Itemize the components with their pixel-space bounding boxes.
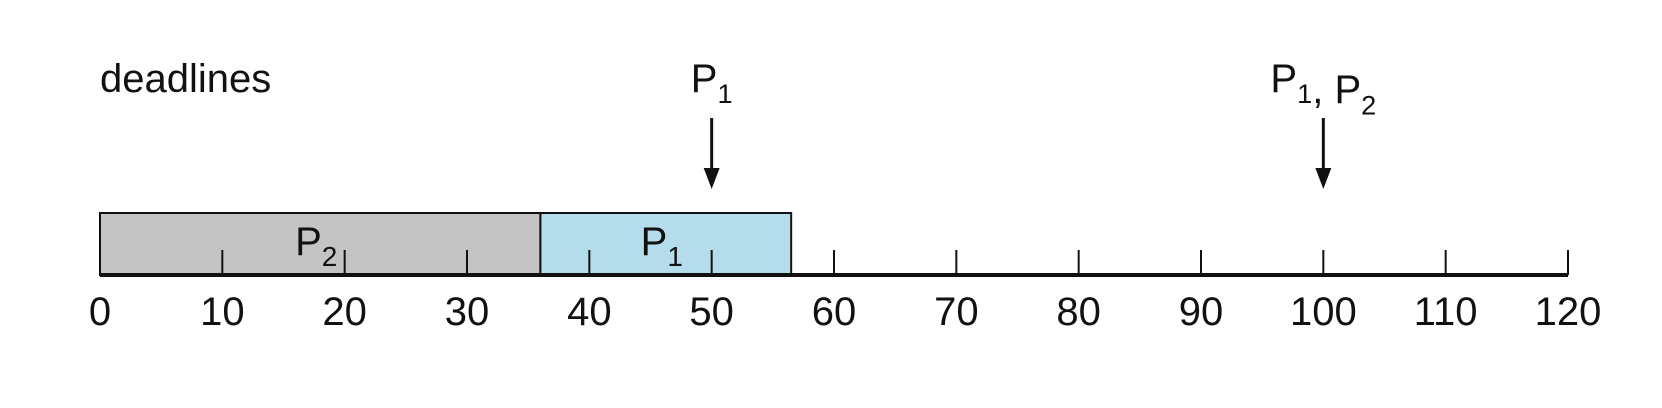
- process-subscript: 1: [1297, 78, 1312, 109]
- tick-label: 20: [322, 290, 367, 334]
- block-label: P1: [641, 220, 683, 272]
- tick-label: 30: [445, 290, 490, 334]
- process-subscript: 2: [322, 241, 338, 272]
- tick-label: 120: [1535, 290, 1602, 334]
- process-letter: P: [1334, 68, 1361, 112]
- tick-label: 100: [1290, 290, 1357, 334]
- deadline-arrow-head: [1315, 168, 1332, 189]
- tick-label: 60: [812, 290, 857, 334]
- block-p1: [539, 212, 793, 276]
- tick-label: 70: [934, 290, 979, 334]
- tick-label: 0: [89, 290, 111, 334]
- process-letter: P: [691, 57, 718, 101]
- label-separator: ,: [1312, 68, 1334, 112]
- tick-label: 90: [1179, 290, 1224, 334]
- tick-label: 10: [200, 290, 245, 334]
- deadline-label: P1: [691, 57, 733, 109]
- deadline-label: P1, P2: [1270, 57, 1376, 120]
- process-letter: P: [295, 220, 322, 264]
- process-subscript: 1: [717, 78, 732, 109]
- tick-label: 50: [689, 290, 734, 334]
- deadline-arrow-head: [703, 168, 720, 189]
- process-subscript: 2: [1361, 89, 1376, 120]
- tick-label: 40: [567, 290, 612, 334]
- time-axis: 0 10 20 30 40 50 60 70 80 90 100 110 120: [89, 250, 1602, 334]
- process-letter: P: [1270, 57, 1297, 101]
- process-letter: P: [641, 220, 668, 264]
- deadlines-label: deadlines: [100, 57, 271, 101]
- block-label: P2: [295, 220, 337, 272]
- tick-label: 110: [1414, 290, 1478, 334]
- tick-label: 80: [1056, 290, 1101, 334]
- process-subscript: 1: [667, 241, 683, 272]
